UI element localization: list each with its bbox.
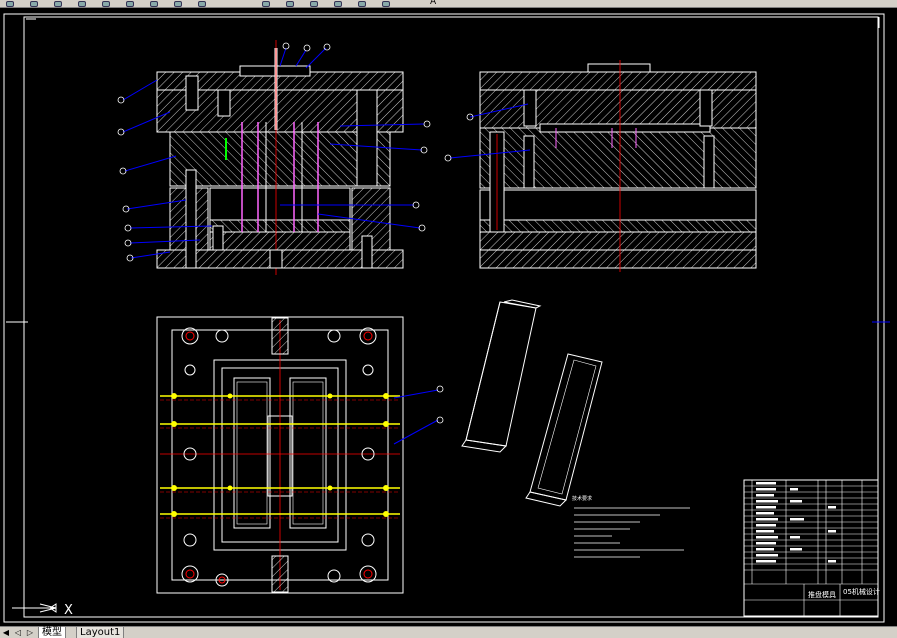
markup-icon-glyph: [286, 1, 294, 7]
sheet-set-icon-glyph: [262, 1, 270, 7]
standard-toolbar: A: [0, 0, 897, 8]
tab-model[interactable]: 模型: [38, 627, 66, 638]
part-isometric-cavity[interactable]: [461, 299, 542, 453]
quickcalc-icon[interactable]: [308, 0, 320, 7]
layer-icon[interactable]: [332, 0, 344, 7]
first-tab-icon[interactable]: ◀: [2, 628, 10, 637]
side-section-view[interactable]: [444, 60, 757, 272]
tool-palettes-icon-glyph: [198, 1, 206, 7]
redo-icon-glyph: [6, 1, 14, 7]
zoom-window-icon-glyph: [102, 1, 110, 7]
drawing-canvas[interactable]: 技术要求: [0, 8, 897, 626]
layer-icon-glyph: [334, 1, 342, 7]
quickcalc-icon-glyph: [310, 1, 318, 7]
properties-icon[interactable]: [148, 0, 160, 7]
pan-icon-glyph: [54, 1, 62, 7]
front-section-view[interactable]: [117, 40, 431, 275]
text-style-glyph[interactable]: A: [430, 0, 437, 7]
undo-icon[interactable]: [28, 0, 40, 7]
zoom-previous-icon[interactable]: [124, 0, 136, 7]
zoom-realtime-icon[interactable]: [76, 0, 88, 7]
match-icon[interactable]: [380, 0, 392, 7]
markup-icon[interactable]: [284, 0, 296, 7]
design-center-icon[interactable]: [172, 0, 184, 7]
pan-icon[interactable]: [52, 0, 64, 7]
title-block[interactable]: 推盘模具 05机械设计: [743, 479, 880, 617]
tool-palettes-icon[interactable]: [196, 0, 208, 7]
next-tab-icon[interactable]: ▷: [26, 628, 34, 637]
ucs-icon: X: [12, 603, 73, 618]
design-center-icon-glyph: [174, 1, 182, 7]
properties-icon-glyph: [150, 1, 158, 7]
notes-title: 技术要求: [572, 495, 592, 502]
zoom-window-icon[interactable]: [100, 0, 112, 7]
drawing-inner-frame: [23, 16, 879, 618]
part-isometric-core[interactable]: [525, 353, 603, 507]
zoom-previous-icon-glyph: [126, 1, 134, 7]
prev-tab-icon[interactable]: ◁: [14, 628, 22, 637]
plan-view[interactable]: [156, 316, 444, 594]
sheet-set-icon[interactable]: [260, 0, 272, 7]
layout-tab-bar: ◀ ◁ ▷ 模型 Layout1: [0, 626, 897, 638]
title-block-school: 05机械设计: [843, 587, 880, 596]
undo-icon-glyph: [30, 1, 38, 7]
color-icon[interactable]: [356, 0, 368, 7]
tab-layout1[interactable]: Layout1: [76, 627, 125, 638]
color-icon-glyph: [358, 1, 366, 7]
technical-notes: 技术要求: [572, 495, 690, 558]
title-block-part-name: 推盘模具: [808, 590, 836, 599]
match-icon-glyph: [382, 1, 390, 7]
ucs-x-label: X: [64, 603, 73, 618]
drawing-border: [3, 13, 885, 623]
zoom-realtime-icon-glyph: [78, 1, 86, 7]
redo-icon[interactable]: [4, 0, 16, 7]
